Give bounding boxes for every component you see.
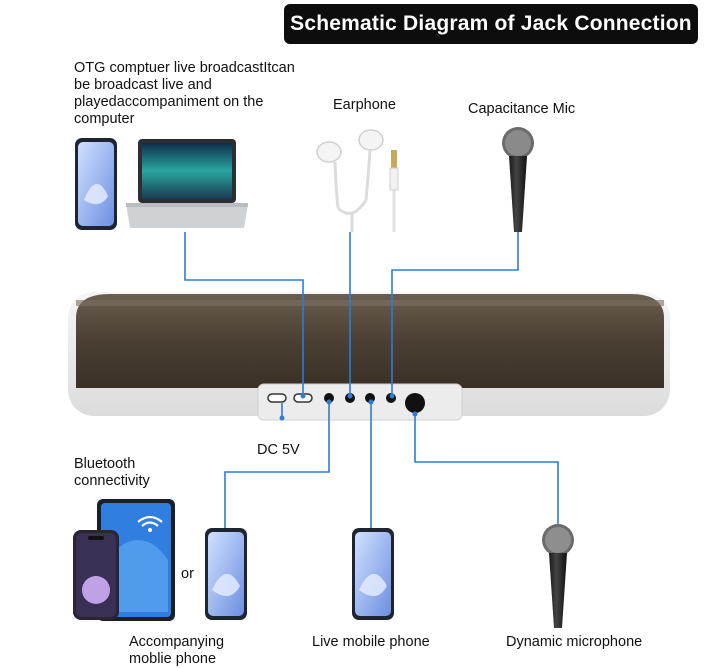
- line-accompanying: [224, 402, 330, 528]
- capacitance-mic-label: Capacitance Mic: [468, 101, 576, 117]
- capacitance-mic-image: [502, 127, 534, 232]
- dc-label: DC 5V: [257, 442, 300, 458]
- earphone-image: [316, 129, 399, 232]
- bluetooth-phone-image: [73, 530, 119, 620]
- line-otg: [184, 232, 304, 396]
- earphone-label: Earphone: [333, 97, 396, 113]
- wifi-icon: [137, 515, 163, 527]
- laptop-image: [126, 139, 248, 228]
- dynamic-mic-image: [542, 524, 574, 628]
- otg-phone-image: [75, 138, 117, 230]
- accompanying-phone-image: [205, 528, 247, 620]
- live-phone-label: Live mobile phone: [312, 634, 430, 650]
- otg-label: OTG comptuer live broadcastItcan be broa…: [74, 60, 295, 127]
- line-capacitance-mic: [391, 232, 519, 396]
- jack-port-1: [324, 393, 334, 403]
- bluetooth-label: Bluetooth connectivity: [74, 456, 150, 489]
- mixer-device: [68, 292, 670, 421]
- connector-lines: [184, 232, 559, 528]
- live-phone-image: [352, 528, 394, 620]
- line-dynamic-mic: [414, 414, 559, 526]
- xlr-port: [405, 393, 425, 413]
- usb-c-port-1: [267, 393, 287, 403]
- diagram-title: Schematic Diagram of Jack Connection: [284, 4, 698, 44]
- or-label: or: [181, 566, 194, 582]
- accompanying-phone-label: Accompanying moblie phone: [129, 634, 225, 667]
- connector-dots: [279, 393, 418, 421]
- dynamic-mic-label: Dynamic microphone: [506, 634, 643, 650]
